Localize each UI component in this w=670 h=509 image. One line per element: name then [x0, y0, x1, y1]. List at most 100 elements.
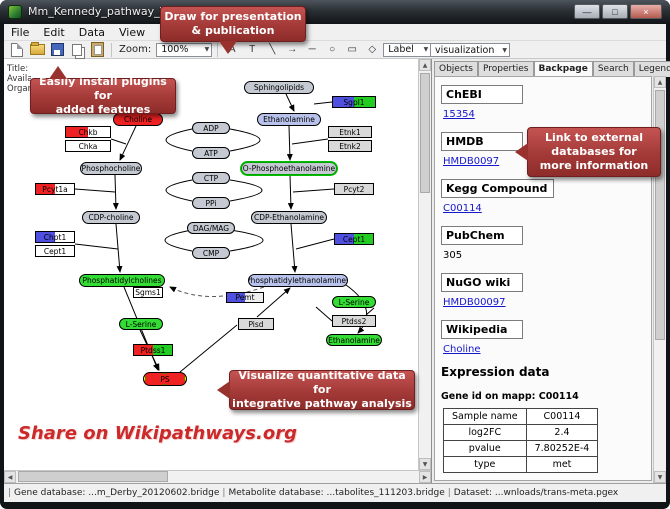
callout-text: Draw for presentation: [164, 9, 302, 23]
visualization-select[interactable]: visualization ▼: [430, 43, 510, 57]
node-sgpl1[interactable]: Sgpl1: [332, 96, 376, 108]
selection-handle[interactable]: [144, 376, 146, 381]
sidebar-scrollbar[interactable]: ▲ ▼: [653, 76, 666, 483]
tab-properties[interactable]: Properties: [478, 61, 534, 77]
new-file-button[interactable]: [8, 42, 26, 58]
node-l-serine-left[interactable]: L-Serine: [119, 318, 163, 330]
node-ppi[interactable]: PPi: [192, 197, 230, 209]
close-button[interactable]: ×: [630, 4, 662, 19]
node-phosphocholine[interactable]: Phosphocholine: [80, 162, 142, 175]
scroll-down-icon[interactable]: ▼: [654, 471, 666, 483]
callout-text: & publication: [191, 24, 275, 37]
node-ethanolamine-top[interactable]: Ethanolamine: [257, 113, 321, 126]
node-etnk2[interactable]: Etnk2: [328, 140, 372, 152]
menu-edit[interactable]: Edit: [43, 25, 65, 39]
pathway-edge: [365, 307, 375, 316]
node-o-phosphoethanolamine[interactable]: O-Phosphoethanolamine: [241, 162, 337, 175]
canvas-horizontal-scrollbar[interactable]: ◀ ▶: [4, 470, 431, 483]
scroll-left-icon[interactable]: ◀: [4, 471, 16, 483]
db-link[interactable]: C00114: [443, 203, 482, 214]
node-ptdss1[interactable]: Ptdss1: [133, 344, 173, 356]
zoom-value: 100%: [161, 44, 189, 55]
node-sgms1[interactable]: Sgms1: [133, 287, 163, 298]
selection-handle[interactable]: [144, 373, 146, 374]
selection-handle[interactable]: [162, 373, 167, 374]
node-chka[interactable]: Chka: [65, 140, 111, 152]
node-cdp-choline[interactable]: CDP-choline: [82, 211, 140, 224]
node-etnk1[interactable]: Etnk1: [328, 126, 372, 138]
copy-button[interactable]: [68, 42, 86, 58]
scroll-down-icon[interactable]: ▼: [419, 458, 431, 470]
rectangle-tool-button[interactable]: ▭: [343, 42, 361, 58]
node-atp[interactable]: ATP: [192, 147, 230, 159]
label-tool-select[interactable]: Label ▼: [383, 42, 432, 57]
scroll-up-icon[interactable]: ▲: [419, 59, 431, 71]
pathway-edge: [179, 324, 238, 373]
scroll-up-icon[interactable]: ▲: [654, 76, 666, 88]
minimize-button[interactable]: —: [574, 4, 600, 19]
tab-legend[interactable]: Legend: [633, 61, 670, 77]
node-pisd[interactable]: Pisd: [238, 318, 274, 330]
selection-handle[interactable]: [184, 376, 186, 381]
menu-file[interactable]: File: [11, 25, 30, 39]
db-link[interactable]: HMDB0097: [443, 156, 500, 167]
vertical-scroll-thumb[interactable]: [420, 73, 430, 193]
tab-objects[interactable]: Objects: [434, 61, 479, 77]
chevron-down-icon: ▼: [423, 46, 429, 53]
pathway-edge: [110, 138, 127, 145]
node-ptdss2[interactable]: Ptdss2: [332, 315, 376, 327]
selection-handle[interactable]: [162, 384, 167, 385]
node-cmp[interactable]: CMP: [192, 247, 230, 259]
node-pcyt2[interactable]: Pcyt2: [334, 183, 374, 195]
selection-handle[interactable]: [184, 373, 186, 374]
tab-search[interactable]: Search: [592, 61, 634, 77]
node-pemt[interactable]: Pemt: [226, 292, 264, 303]
open-file-button[interactable]: [28, 42, 46, 58]
pathway-info-label: Title:: [7, 64, 29, 74]
scroll-right-icon[interactable]: ▶: [419, 471, 431, 483]
ellipse-tool-button[interactable]: ○: [323, 42, 341, 58]
maximize-button[interactable]: □: [602, 4, 628, 19]
paste-button[interactable]: [88, 42, 106, 58]
node-adp[interactable]: ADP: [192, 122, 230, 134]
horizontal-scroll-thumb[interactable]: [18, 471, 168, 482]
db-link[interactable]: 15354: [443, 109, 475, 120]
db-link[interactable]: Choline: [443, 344, 481, 355]
zoom-select[interactable]: 100% ▼: [156, 42, 213, 57]
status-segment: Gene database: ...m_Derby_20120602.bridg…: [14, 488, 220, 498]
node-ctp[interactable]: CTP: [192, 172, 230, 184]
db-link[interactable]: HMDB00097: [443, 297, 506, 308]
node-chpt1[interactable]: Chpt1: [35, 231, 75, 243]
arrow-tool-button[interactable]: →: [283, 42, 301, 58]
tab-backpage[interactable]: Backpage: [533, 61, 593, 77]
node-dag-mag[interactable]: DAG/MAG: [187, 222, 235, 234]
node-cdp-ethanolamine[interactable]: CDP-Ethanolamine: [251, 211, 327, 224]
node-phosphatidylethanolamines[interactable]: Phosphatidylethanolamines: [248, 274, 348, 287]
db-header-label: Wikipedia: [441, 320, 523, 339]
selection-handle[interactable]: [144, 384, 146, 385]
node-cept1-left[interactable]: Cept1: [35, 245, 75, 257]
paste-icon: [90, 42, 104, 57]
connector-tool-button[interactable]: ─: [303, 42, 321, 58]
node-phosphatidylcholines[interactable]: Phosphatidylcholines: [79, 274, 165, 287]
label-tool-text: Label: [388, 44, 414, 55]
node-l-serine-right[interactable]: L-Serine: [332, 296, 376, 308]
node-ethanolamine-right[interactable]: Ethanolamine: [326, 334, 382, 346]
node-ps[interactable]: PS: [143, 372, 187, 386]
selection-handle[interactable]: [184, 384, 186, 385]
sidebar-scroll-thumb[interactable]: [655, 90, 665, 340]
node-sphingolipids[interactable]: Sphingolipids: [244, 81, 314, 94]
node-cept1-right[interactable]: Cept1: [334, 233, 374, 245]
menu-view[interactable]: View: [119, 25, 146, 39]
annotation-tool-button[interactable]: T: [243, 42, 261, 58]
shape-tool-button[interactable]: ◇: [363, 42, 381, 58]
canvas-vertical-scrollbar[interactable]: ▲ ▼: [418, 59, 431, 470]
save-file-button[interactable]: [48, 42, 66, 58]
expression-cell: met: [525, 456, 599, 473]
node-chkb[interactable]: Chkb: [65, 126, 111, 138]
menu-data[interactable]: Data: [78, 25, 105, 39]
line-tool-button[interactable]: ╲: [263, 42, 281, 58]
node-pcyt1a[interactable]: Pcyt1a: [35, 183, 75, 195]
